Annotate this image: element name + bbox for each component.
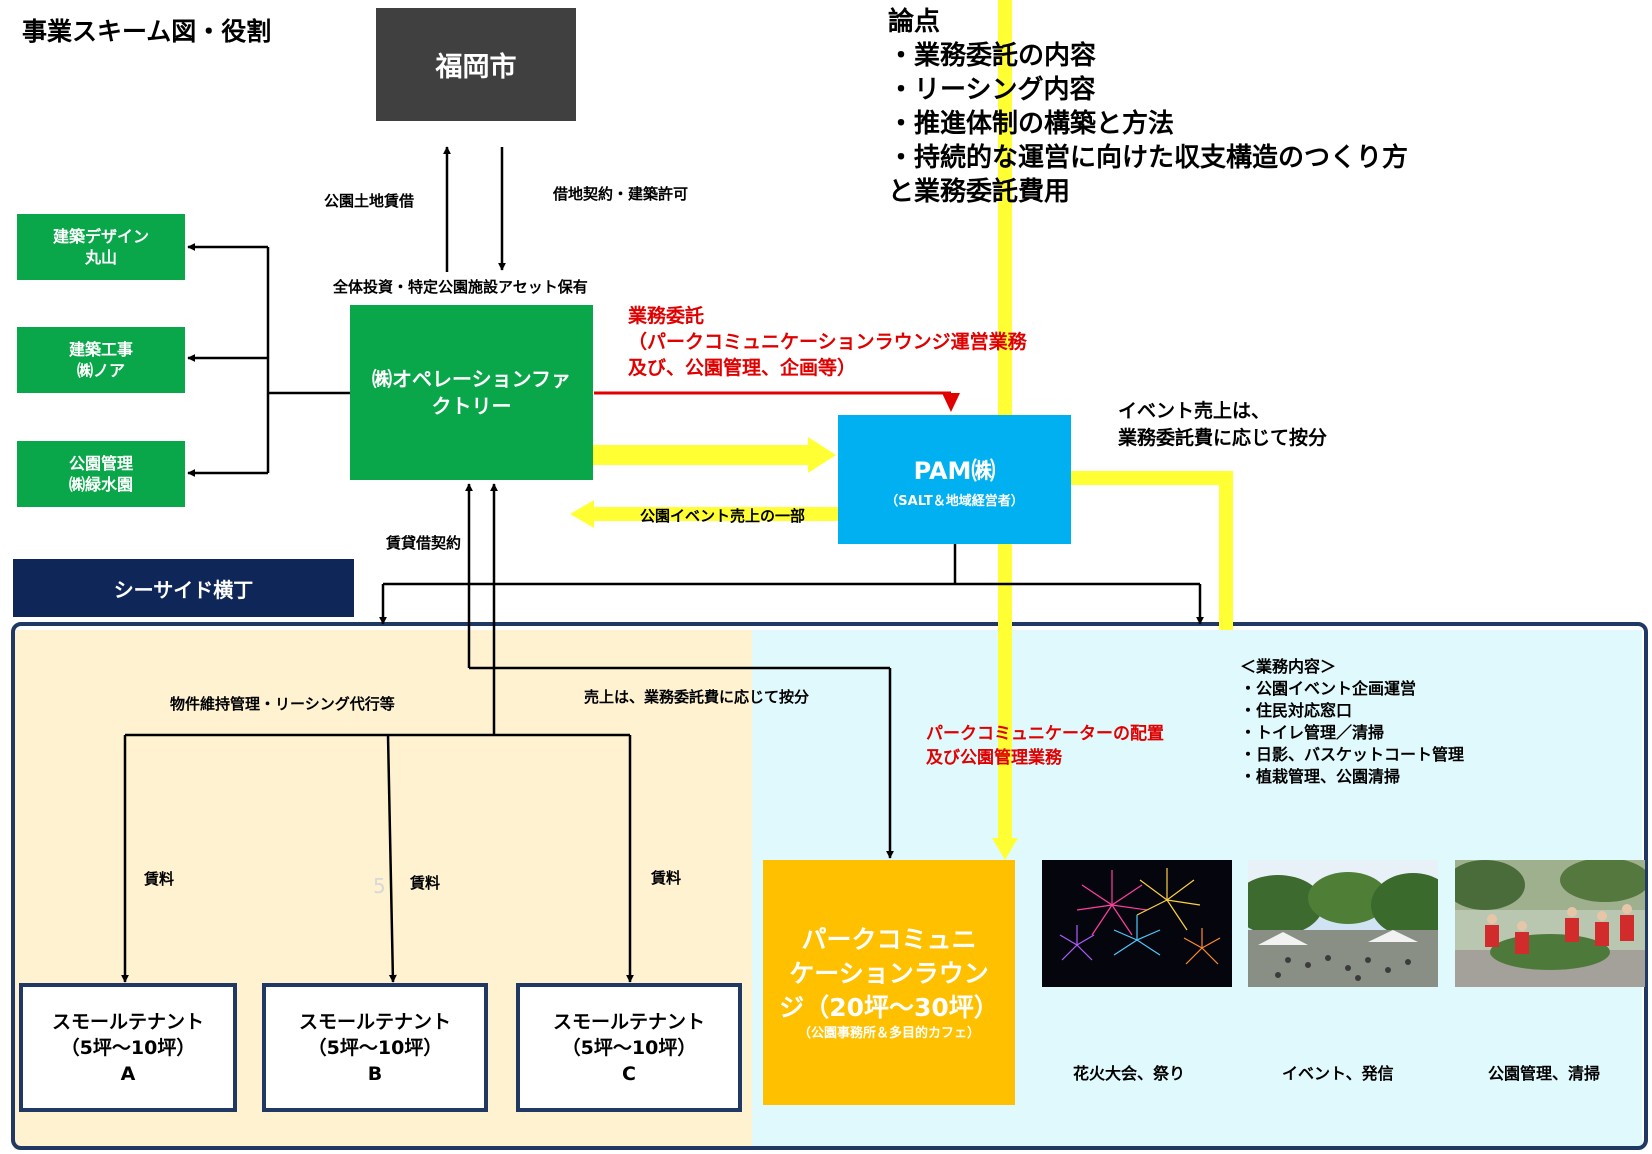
issues-block: 論点 ・業務委託の内容 ・リーシング内容 ・推進体制の構築と方法 ・持続的な運営… bbox=[888, 5, 1408, 209]
park-cleaning-photo bbox=[1455, 860, 1645, 987]
event-image bbox=[1248, 860, 1438, 987]
lounge-line3: ジ（20坪～30坪） bbox=[779, 992, 999, 1022]
issue-item: ・リーシング内容 bbox=[888, 75, 1096, 105]
tenant-size: （5坪～10坪） bbox=[561, 1036, 697, 1059]
event-sales-split-line1: イベント売上は、 bbox=[1118, 400, 1271, 422]
partner-design-box: 建築デザイン 丸山 bbox=[17, 214, 185, 280]
duties-heading: ＜業務内容＞ bbox=[1240, 657, 1337, 676]
tenant-id: A bbox=[120, 1062, 136, 1085]
seaside-yokocho-box: シーサイド横丁 bbox=[13, 559, 354, 617]
tenant-id: B bbox=[367, 1062, 383, 1085]
operation-factory-line1: ㈱オペレーションファ bbox=[372, 366, 571, 391]
partner-role: 建築工事 bbox=[68, 340, 133, 359]
event-sales-part-label: 公園イベント売上の一部 bbox=[640, 507, 806, 525]
event-sales-split-label: イベント売上は、 業務委託費に応じて按分 bbox=[1118, 398, 1327, 452]
photo-caption-park-cleaning: 公園管理、清掃 bbox=[1488, 1064, 1601, 1083]
page-title: 事業スキーム図・役割 bbox=[22, 17, 272, 46]
sales-split-label: 売上は、業務委託費に応じて按分 bbox=[584, 688, 810, 706]
overall-investment-label: 全体投資・特定公園施設アセット保有 bbox=[333, 278, 588, 296]
park-communicator-line1: パークコミュニケーターの配置 bbox=[926, 724, 1164, 744]
partner-name: ㈱ノア bbox=[76, 361, 125, 380]
tenant-a-box: スモールテナント （5坪～10坪） A bbox=[19, 983, 237, 1112]
land-contract-label: 借地契約・建築許可 bbox=[553, 185, 689, 203]
consignment-line1: 業務委託 bbox=[628, 305, 705, 327]
rent-label-a: 賃料 bbox=[144, 870, 175, 888]
stray-character: 5 bbox=[373, 874, 386, 898]
park-land-lease-label: 公園土地賃借 bbox=[324, 192, 415, 210]
pam-name: PAM㈱ bbox=[913, 456, 996, 485]
fireworks-photo bbox=[1042, 860, 1232, 987]
pam-sub: （SALT＆地域経営者） bbox=[885, 493, 1024, 509]
rent-label-c: 賃料 bbox=[651, 869, 682, 887]
park-cleaning-image bbox=[1455, 860, 1645, 987]
fukuoka-city-label: 福岡市 bbox=[435, 52, 517, 83]
lower-region-frame bbox=[11, 622, 1648, 1150]
lounge-line1: パークコミュニ bbox=[801, 924, 977, 954]
rent-label-b: 賃料 bbox=[410, 874, 441, 892]
consignment-label: 業務委託 （パークコミュニケーションラウンジ運営業務 及び、公園管理、企画等） bbox=[628, 303, 1027, 381]
partner-construction-box: 建築工事 ㈱ノア bbox=[17, 327, 185, 393]
park-lounge-box: パークコミュニ ケーションラウン ジ（20坪～30坪） （公園事務所＆多目的カフ… bbox=[763, 860, 1015, 1105]
duties-list: ＜業務内容＞ ・公園イベント企画運営 ・住民対応窓口 ・トイレ管理／清掃 ・日影… bbox=[1240, 656, 1464, 788]
partner-role: 公園管理 bbox=[68, 454, 133, 473]
partner-park-mgmt-box: 公園管理 ㈱緑水園 bbox=[17, 441, 185, 507]
operation-factory-line2: クトリー bbox=[431, 393, 512, 418]
tenant-type: スモールテナント bbox=[298, 1010, 451, 1033]
duty-item: ・植栽管理、公園清掃 bbox=[1240, 767, 1401, 786]
park-communicator-label: パークコミュニケーターの配置 及び公園管理業務 bbox=[926, 722, 1164, 770]
duty-item: ・住民対応窓口 bbox=[1240, 701, 1353, 720]
consignment-line3: 及び、公園管理、企画等） bbox=[628, 357, 857, 379]
duty-item: ・公園イベント企画運営 bbox=[1240, 679, 1417, 698]
photo-caption-fireworks: 花火大会、祭り bbox=[1073, 1064, 1186, 1083]
fireworks-image bbox=[1059, 868, 1221, 965]
duty-item: ・トイレ管理／清掃 bbox=[1240, 723, 1385, 742]
tenant-size: （5坪～10坪） bbox=[307, 1036, 443, 1059]
issue-item: ・業務委託の内容 bbox=[888, 41, 1097, 71]
partner-name: 丸山 bbox=[84, 248, 117, 267]
consignment-line2: （パークコミュニケーションラウンジ運営業務 bbox=[628, 331, 1027, 353]
pam-box: PAM㈱ （SALT＆地域経営者） bbox=[838, 415, 1071, 544]
tenant-c-box: スモールテナント （5坪～10坪） C bbox=[516, 983, 742, 1112]
lease-contract-label: 賃貸借契約 bbox=[386, 534, 462, 552]
photo-caption-event: イベント、発信 bbox=[1282, 1064, 1394, 1083]
issue-item: ・持続的な運営に向けた収支構造のつくり方 bbox=[888, 143, 1409, 173]
issue-continuation: と業務委託費用 bbox=[888, 177, 1071, 207]
tenant-size: （5坪～10坪） bbox=[60, 1036, 196, 1059]
seaside-yokocho-label: シーサイド横丁 bbox=[113, 577, 254, 602]
tenant-id: C bbox=[622, 1062, 636, 1085]
lounge-line2: ケーションラウン bbox=[789, 958, 989, 988]
event-photo bbox=[1248, 860, 1438, 987]
partner-role: 建築デザイン bbox=[52, 227, 149, 246]
partner-name: ㈱緑水園 bbox=[68, 475, 133, 494]
tenant-type: スモールテナント bbox=[552, 1010, 705, 1033]
lounge-sub: （公園事務所＆多目的カフェ） bbox=[797, 1025, 980, 1041]
event-sales-split-line2: 業務委託費に応じて按分 bbox=[1118, 427, 1328, 449]
tenant-type: スモールテナント bbox=[51, 1010, 204, 1033]
operation-factory-box: ㈱オペレーションファ クトリー bbox=[350, 305, 593, 480]
fukuoka-city-box: 福岡市 bbox=[376, 8, 576, 121]
property-mgmt-label: 物件維持管理・リーシング代行等 bbox=[170, 695, 395, 713]
issue-item: ・推進体制の構築と方法 bbox=[888, 109, 1175, 139]
duty-item: ・日影、バスケットコート管理 bbox=[1240, 745, 1465, 764]
issues-heading: 論点 bbox=[888, 7, 941, 37]
tenant-b-box: スモールテナント （5坪～10坪） B bbox=[262, 983, 488, 1112]
park-communicator-line2: 及び公園管理業務 bbox=[926, 748, 1062, 768]
